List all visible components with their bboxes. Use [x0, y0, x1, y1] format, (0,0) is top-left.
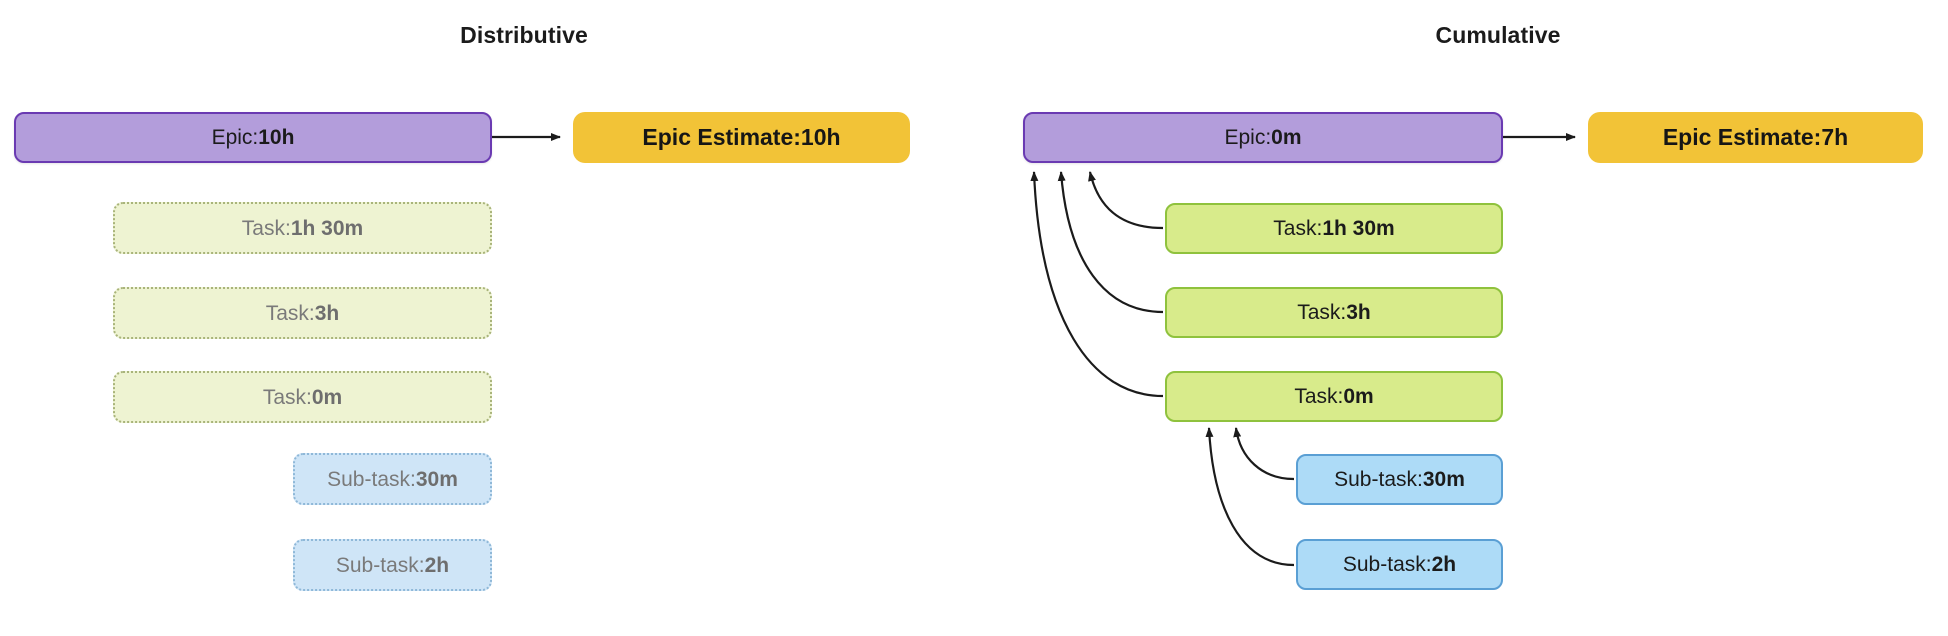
- distributive-task-2-label: Task:: [265, 301, 315, 325]
- cumulative-task-node-1[interactable]: Task: 1h 30m: [1165, 203, 1503, 254]
- cumulative-task-1-label: Task:: [1273, 217, 1323, 240]
- edge-task1-to-epic: [1088, 171, 1164, 230]
- distributive-epic-label: Epic:: [211, 126, 259, 149]
- cumulative-task-1-value: 1h 30m: [1322, 217, 1395, 240]
- cumulative-epic-value: 0m: [1271, 126, 1302, 149]
- cumulative-epic-label: Epic:: [1224, 126, 1272, 149]
- edge-task3-to-epic: [1030, 171, 1164, 398]
- edge-task2-to-epic: [1057, 171, 1164, 314]
- distributive-epic-value: 10h: [258, 126, 295, 149]
- distributive-task-3-value: 0m: [311, 385, 343, 409]
- distributive-subtask-2-label: Sub-task:: [335, 553, 425, 577]
- cumulative-subtask-1-value: 30m: [1422, 468, 1465, 491]
- panel-title-distributive: Distributive: [460, 22, 588, 48]
- distributive-task-node-2[interactable]: Task: 3h: [113, 287, 492, 339]
- distributive-subtask-node-2[interactable]: Sub-task: 2h: [293, 539, 492, 591]
- panel-title-cumulative: Cumulative: [1435, 22, 1561, 48]
- cumulative-estimate-label: Epic Estimate:: [1662, 124, 1822, 150]
- distributive-epic-node[interactable]: Epic: 10h: [14, 112, 492, 163]
- distributive-epic-estimate-node[interactable]: Epic Estimate: 10h: [573, 112, 910, 163]
- cumulative-estimate-value: 7h: [1821, 124, 1849, 150]
- distributive-estimate-value: 10h: [800, 124, 841, 150]
- cumulative-task-node-3[interactable]: Task: 0m: [1165, 371, 1503, 422]
- distributive-task-3-label: Task:: [262, 385, 312, 409]
- distributive-subtask-node-1[interactable]: Sub-task: 30m: [293, 453, 492, 505]
- distributive-subtask-2-value: 2h: [424, 553, 450, 577]
- cumulative-subtask-2-value: 2h: [1431, 553, 1457, 576]
- edge-subtask2-to-task3: [1205, 427, 1295, 567]
- distributive-task-1-label: Task:: [241, 216, 291, 240]
- distributive-subtask-1-label: Sub-task:: [327, 467, 416, 491]
- edge-subtask1-to-task3: [1233, 427, 1295, 481]
- cumulative-subtask-node-1[interactable]: Sub-task: 30m: [1296, 454, 1503, 505]
- cumulative-task-2-value: 3h: [1346, 301, 1371, 324]
- cumulative-task-3-value: 0m: [1343, 385, 1374, 408]
- distributive-task-node-1[interactable]: Task: 1h 30m: [113, 202, 492, 254]
- distributive-task-2-value: 3h: [314, 301, 340, 325]
- distributive-task-1-value: 1h 30m: [290, 216, 364, 240]
- distributive-estimate-label: Epic Estimate:: [642, 124, 801, 150]
- distributive-task-node-3[interactable]: Task: 0m: [113, 371, 492, 423]
- cumulative-task-3-label: Task:: [1294, 385, 1344, 408]
- cumulative-epic-node[interactable]: Epic: 0m: [1023, 112, 1503, 163]
- cumulative-subtask-node-2[interactable]: Sub-task: 2h: [1296, 539, 1503, 590]
- distributive-subtask-1-value: 30m: [415, 467, 458, 491]
- cumulative-subtask-1-label: Sub-task:: [1334, 468, 1423, 491]
- cumulative-task-node-2[interactable]: Task: 3h: [1165, 287, 1503, 338]
- cumulative-subtask-2-label: Sub-task:: [1342, 553, 1432, 576]
- cumulative-epic-estimate-node[interactable]: Epic Estimate: 7h: [1588, 112, 1923, 163]
- cumulative-task-2-label: Task:: [1297, 301, 1347, 324]
